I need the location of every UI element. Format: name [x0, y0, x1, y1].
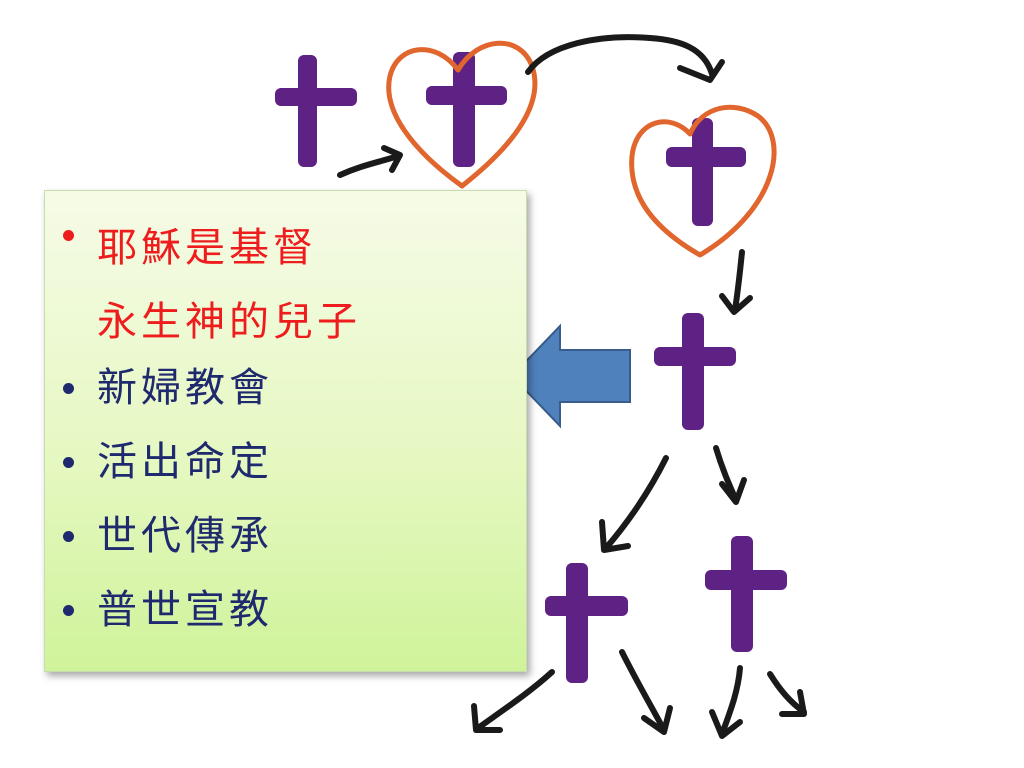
bullet-line: 世代傳承	[97, 513, 273, 559]
cross-icon	[275, 55, 357, 167]
arrow-icon	[599, 455, 669, 553]
cross-icon	[654, 313, 736, 430]
cross-icon	[705, 536, 787, 652]
bullet-line: 永生神的兒子	[97, 299, 361, 345]
bullet-dot	[63, 531, 74, 542]
arrow-icon	[709, 665, 743, 739]
bullet-item-generational: 世代傳承	[59, 513, 361, 559]
cross-icon	[666, 118, 746, 226]
bullet-dot	[63, 457, 74, 468]
bullet-line: 耶穌是基督	[97, 225, 317, 271]
bullet-line: 普世宣教	[97, 587, 273, 633]
arrow-icon	[471, 669, 555, 733]
bullet-item-bride-church: 新婦教會	[59, 365, 361, 411]
bullet-dot	[63, 383, 74, 394]
heart-icon	[629, 104, 777, 258]
arrow-icon	[713, 445, 747, 505]
bullet-list: 耶穌是基督 永生神的兒子 新婦教會 活出命定 世代傳承 普世宣教	[59, 211, 361, 661]
cross-icon	[545, 563, 628, 683]
bullet-item-live-destiny: 活出命定	[59, 439, 361, 485]
arrow-icon	[337, 145, 403, 178]
bullet-panel: 耶穌是基督 永生神的兒子 新婦教會 活出命定 世代傳承 普世宣教	[44, 190, 527, 672]
heart-icon	[386, 40, 538, 189]
bullet-item-jesus-christ: 耶穌是基督 永生神的兒子	[59, 211, 361, 359]
bullet-dot	[63, 230, 74, 241]
bullet-line: 新婦教會	[97, 365, 273, 411]
cross-icon	[426, 52, 507, 167]
arrow-icon	[719, 249, 753, 315]
bullet-line: 活出命定	[97, 439, 273, 485]
arrow-icon	[619, 649, 673, 735]
bullet-dot	[63, 605, 74, 616]
block-arrow-icon	[510, 323, 631, 429]
arrow-icon	[525, 34, 725, 83]
bullet-item-world-mission: 普世宣教	[59, 587, 361, 633]
arrow-icon	[767, 671, 807, 717]
